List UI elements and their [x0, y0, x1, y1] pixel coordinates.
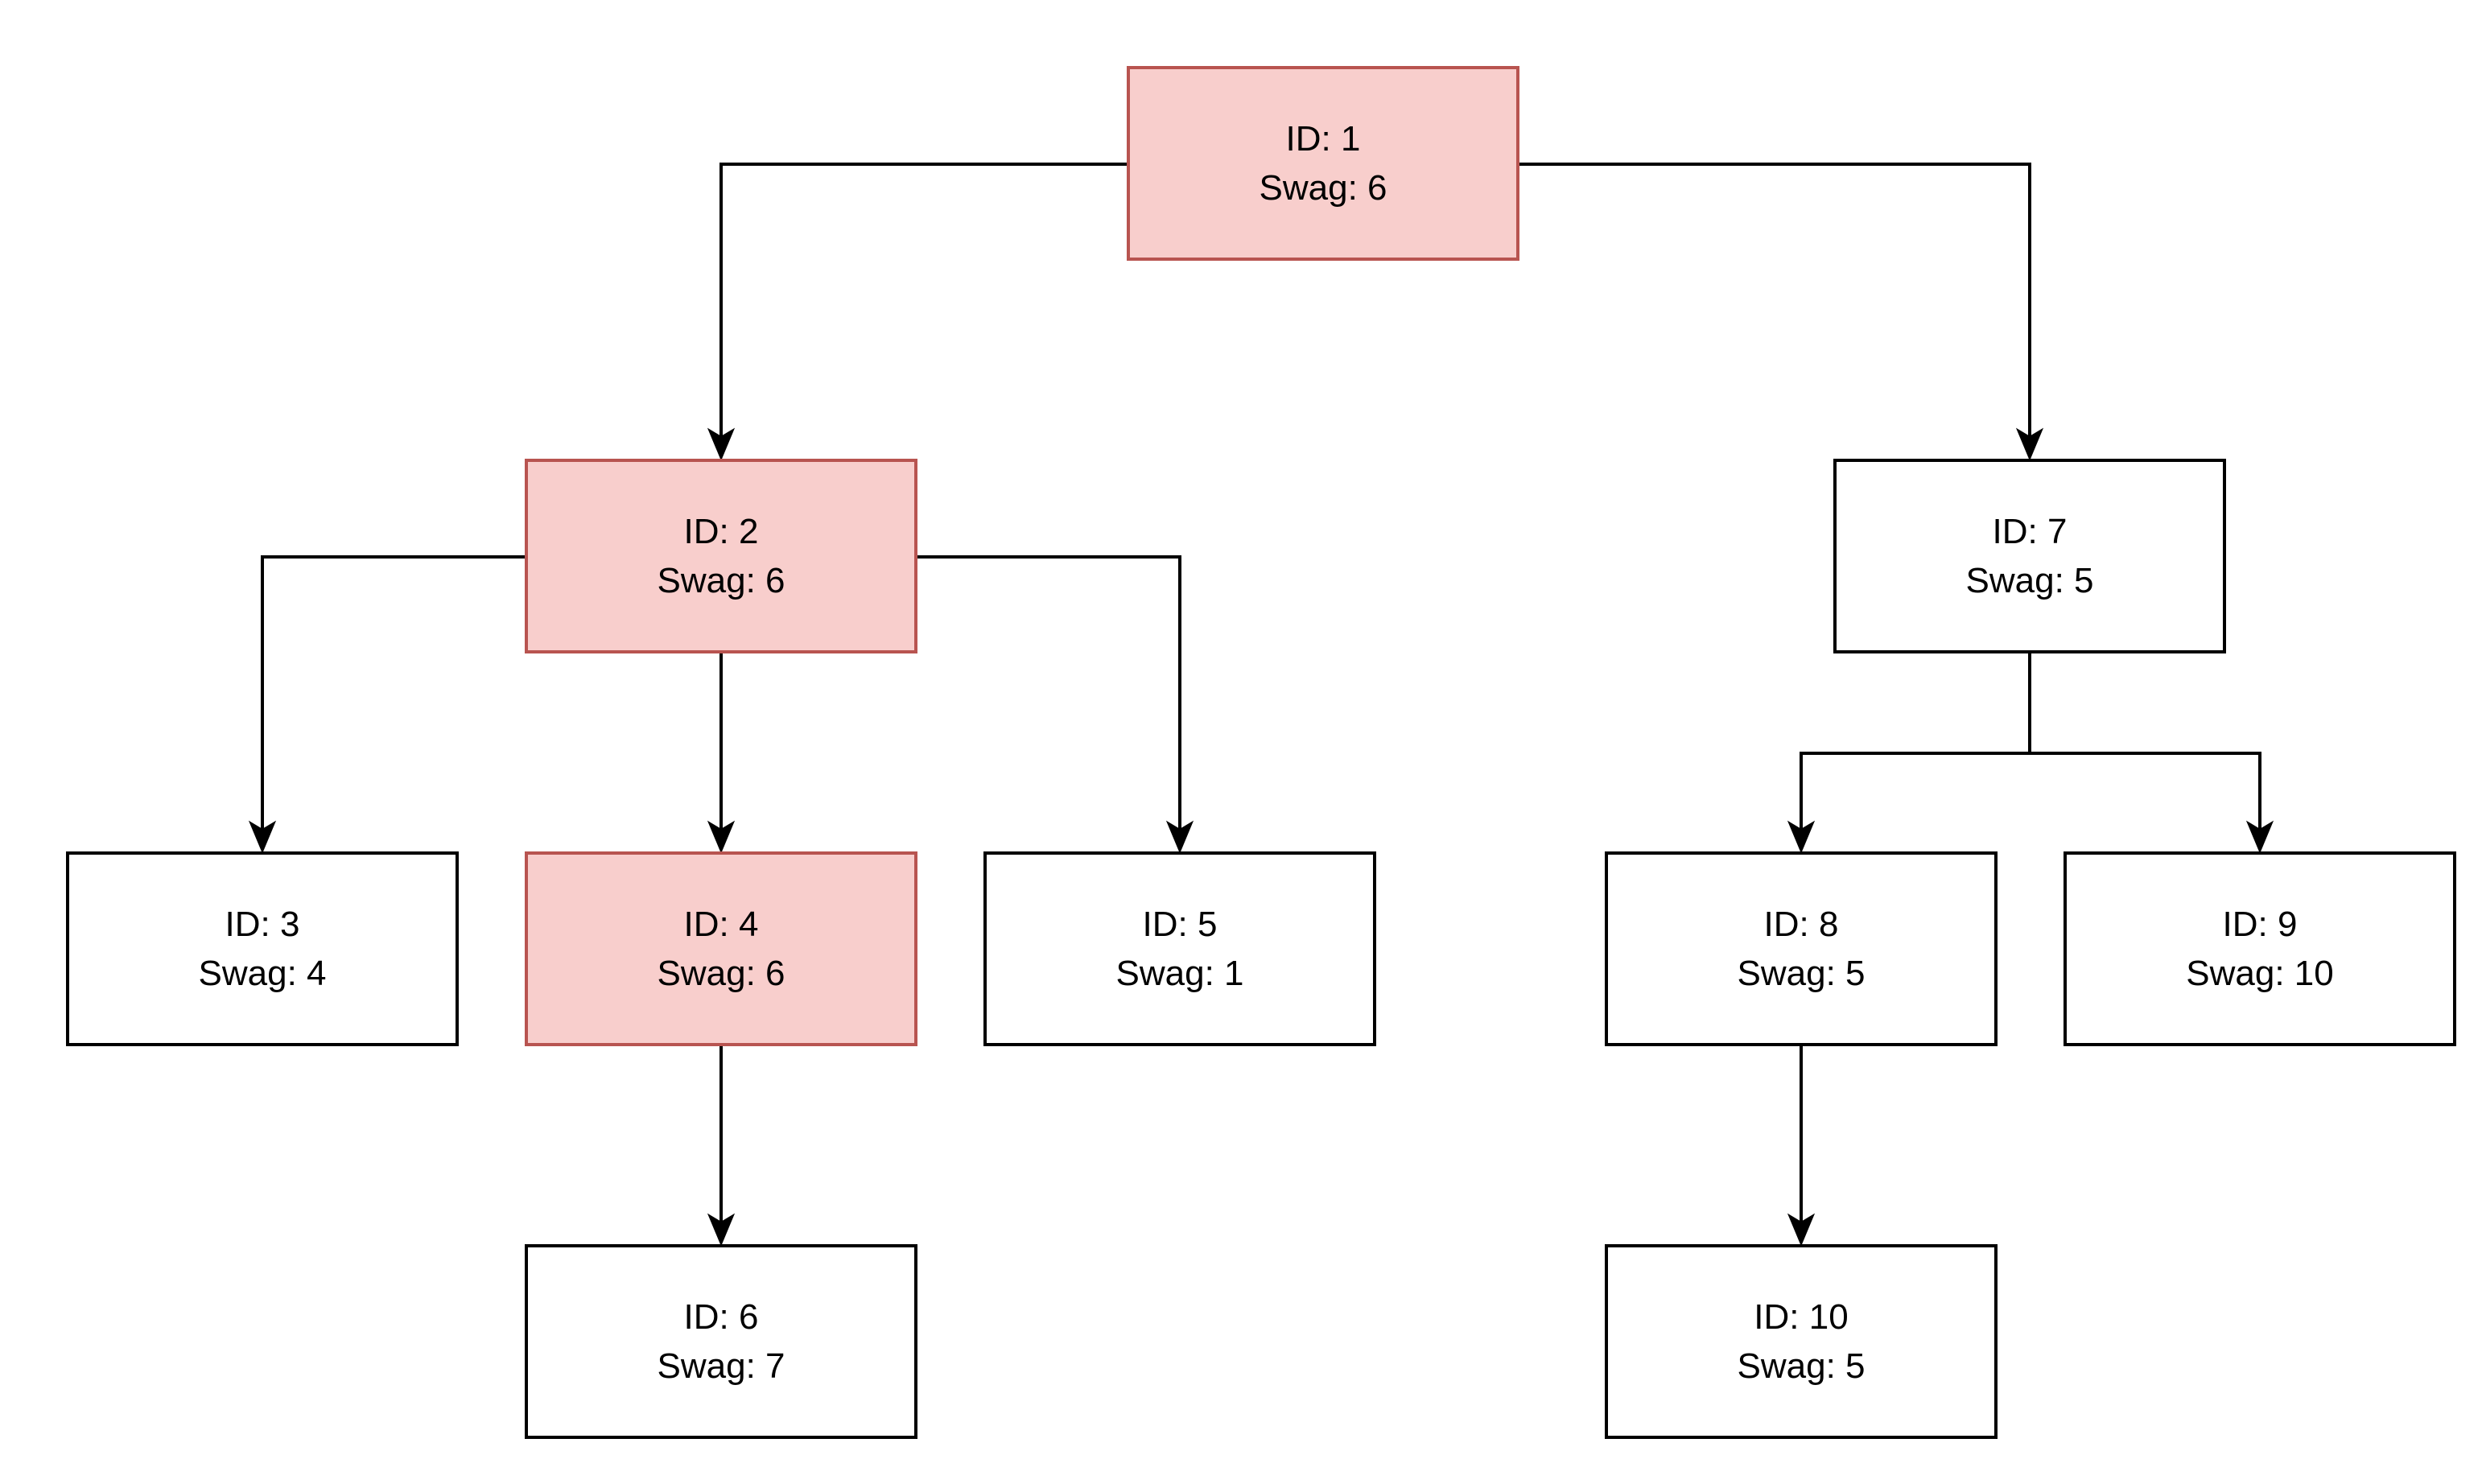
node-6[interactable]: ID: 6 Swag: 7: [525, 1244, 917, 1439]
node-4[interactable]: ID: 4 Swag: 6: [525, 851, 917, 1046]
edge-2-to-4-arrowhead: [707, 820, 736, 854]
edge-2-to-5-arrowhead: [1165, 820, 1194, 854]
node-swag-label: Swag: 10: [2186, 954, 2334, 993]
node-swag-label: Swag: 6: [657, 561, 785, 600]
node-7[interactable]: ID: 7 Swag: 5: [1833, 459, 2226, 653]
node-swag-label: Swag: 5: [1737, 954, 1866, 993]
node-id-label: ID: 9: [2222, 905, 2298, 944]
node-2[interactable]: ID: 2 Swag: 6: [525, 459, 917, 653]
edge-2-to-3-arrowhead: [248, 820, 277, 854]
node-id-label: ID: 6: [683, 1297, 759, 1337]
node-10[interactable]: ID: 10 Swag: 5: [1605, 1244, 1998, 1439]
edge-1-to-2-arrowhead: [707, 427, 736, 461]
node-id-label: ID: 10: [1754, 1297, 1849, 1337]
node-id-label: ID: 4: [683, 905, 759, 944]
edge-7-to-8: [1800, 653, 2031, 835]
edge-1-to-7-arrowhead: [2015, 427, 2044, 461]
edge-2-to-5: [917, 555, 1181, 835]
node-9[interactable]: ID: 9 Swag: 10: [2064, 851, 2456, 1046]
node-swag-label: Swag: 6: [1259, 168, 1387, 208]
node-3[interactable]: ID: 3 Swag: 4: [66, 851, 459, 1046]
node-id-label: ID: 5: [1142, 905, 1218, 944]
node-swag-label: Swag: 7: [657, 1346, 785, 1386]
edge-7-to-9-arrowhead: [2245, 820, 2274, 854]
node-swag-label: Swag: 4: [198, 954, 327, 993]
edge-8-to-10-arrowhead: [1787, 1213, 1816, 1247]
edge-2-to-3: [261, 555, 525, 835]
node-swag-label: Swag: 5: [1965, 561, 2094, 600]
node-swag-label: Swag: 6: [657, 954, 785, 993]
edge-4-to-6-arrowhead: [707, 1213, 736, 1247]
node-swag-label: Swag: 5: [1737, 1346, 1866, 1386]
node-id-label: ID: 7: [1992, 512, 2068, 551]
edge-1-to-2: [719, 163, 1127, 443]
node-id-label: ID: 1: [1285, 119, 1361, 159]
edge-7-to-8-arrowhead: [1787, 820, 1816, 854]
edge-1-to-7: [1519, 163, 2031, 443]
node-5[interactable]: ID: 5 Swag: 1: [983, 851, 1376, 1046]
node-id-label: ID: 3: [225, 905, 300, 944]
edge-7-to-9: [2030, 752, 2261, 835]
node-id-label: ID: 8: [1763, 905, 1839, 944]
node-8[interactable]: ID: 8 Swag: 5: [1605, 851, 1998, 1046]
node-id-label: ID: 2: [683, 512, 759, 551]
node-1[interactable]: ID: 1 Swag: 6: [1127, 66, 1519, 261]
node-swag-label: Swag: 1: [1115, 954, 1244, 993]
